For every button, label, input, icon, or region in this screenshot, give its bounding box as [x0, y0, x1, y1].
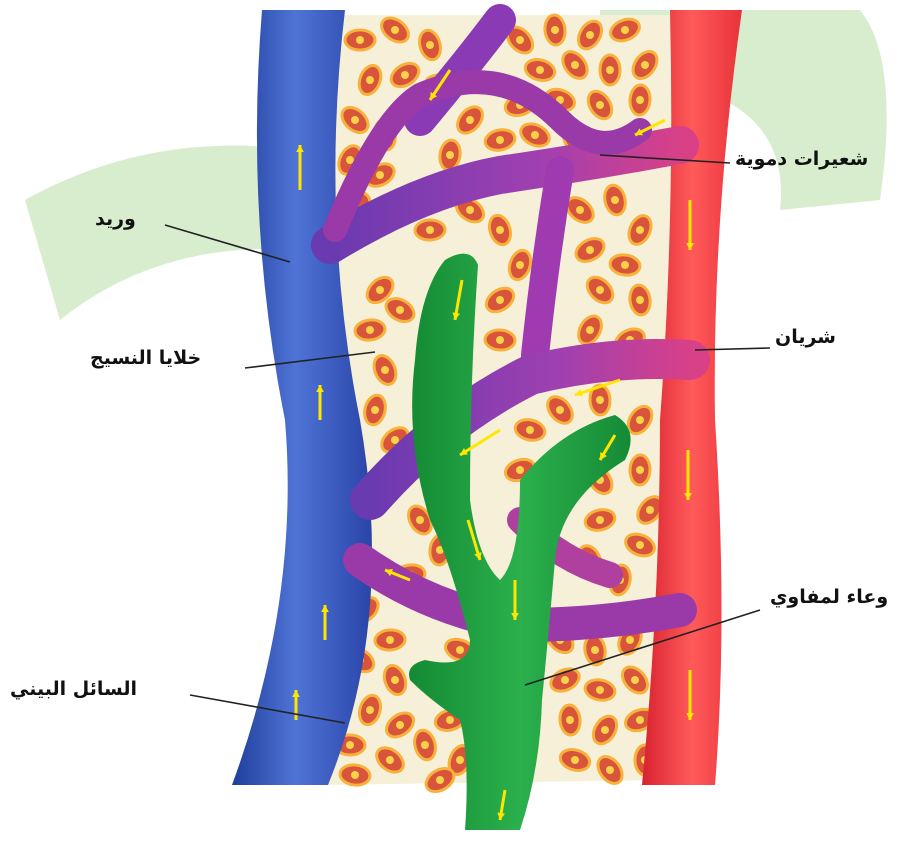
label-artery: شريان — [775, 326, 836, 348]
tissue-cell — [559, 704, 582, 736]
tissue-cell — [374, 629, 405, 651]
tissue-cell — [345, 30, 375, 50]
tissue-cell — [484, 329, 515, 351]
label-tissue-cells: خلايا النسيج — [90, 347, 201, 369]
label-interstitial-fluid: السائل البيني — [10, 678, 137, 700]
tissue-cell — [629, 84, 651, 115]
tissue-cell — [600, 55, 621, 85]
label-lymph-vessel: وعاء لمفاوي — [770, 586, 888, 608]
tissue-cell — [629, 455, 650, 486]
label-capillaries: شعيرات دموية — [735, 148, 868, 170]
label-vein: وريد — [95, 208, 136, 230]
tissue-cell — [415, 219, 446, 240]
